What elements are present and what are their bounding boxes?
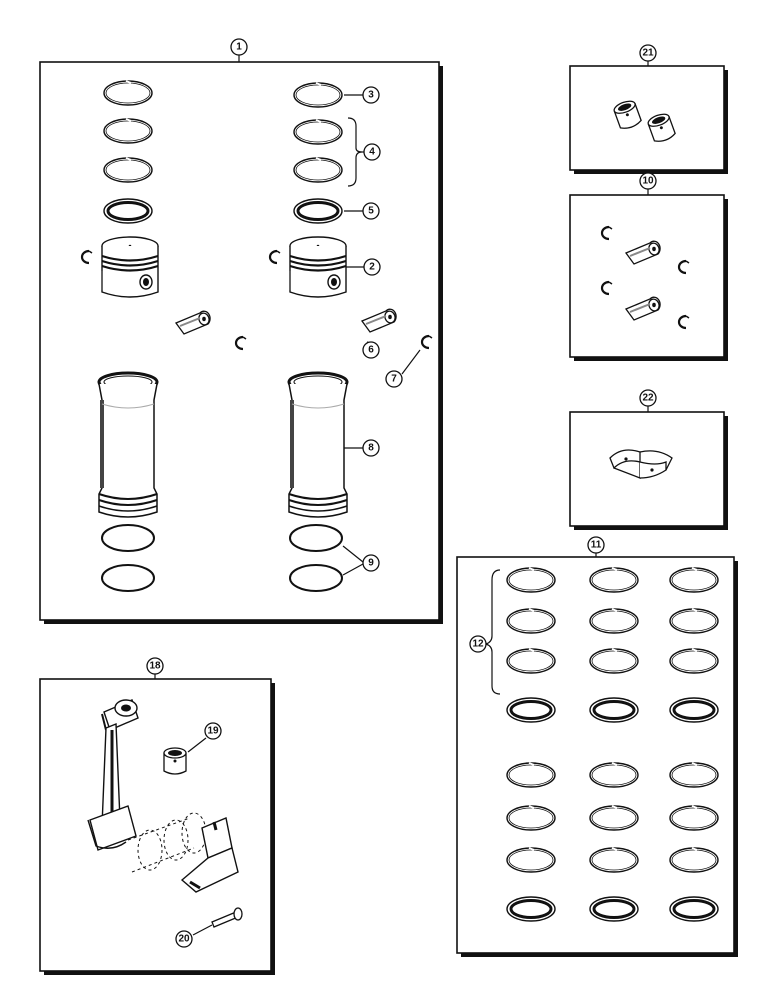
callout-22-label: 22 bbox=[642, 393, 654, 404]
callout-3: 3 bbox=[344, 86, 380, 104]
callout-5-label: 5 bbox=[368, 206, 374, 217]
rod-cap bbox=[180, 817, 239, 893]
callout-12-label: 12 bbox=[472, 639, 484, 650]
callout-2: 2 bbox=[346, 258, 381, 276]
cylinder-sleeve-right bbox=[287, 371, 349, 519]
callout-8: 8 bbox=[344, 439, 380, 457]
cylinder-sleeve-left bbox=[97, 371, 159, 519]
callout-18-label: 18 bbox=[149, 661, 161, 672]
callout-7-label: 7 bbox=[391, 374, 397, 385]
callout-11: 11 bbox=[587, 536, 605, 554]
callout-5: 5 bbox=[344, 202, 380, 220]
callout-3-label: 3 bbox=[368, 90, 374, 101]
callout-2-label: 2 bbox=[369, 262, 375, 273]
panel-11 bbox=[456, 552, 738, 957]
panel-21 bbox=[569, 61, 728, 174]
callout-7: 7 bbox=[385, 349, 421, 388]
panel-10 bbox=[569, 189, 728, 361]
rod-bushing bbox=[163, 747, 187, 775]
callout-12: 12 bbox=[469, 569, 501, 695]
callout-6: 6 bbox=[362, 341, 380, 359]
callout-1: 1 bbox=[230, 38, 248, 56]
callout-8-label: 8 bbox=[368, 443, 374, 454]
callout-6-label: 6 bbox=[368, 345, 374, 356]
oil-ring bbox=[292, 197, 344, 225]
callout-4: 4 bbox=[347, 117, 381, 187]
callout-1-label: 1 bbox=[236, 42, 242, 53]
callout-10-label: 10 bbox=[642, 176, 654, 187]
callout-21: 21 bbox=[639, 44, 657, 62]
callout-21-label: 21 bbox=[642, 48, 654, 59]
connecting-rod bbox=[87, 699, 139, 851]
callout-9: 9 bbox=[342, 545, 380, 576]
callout-10: 10 bbox=[639, 172, 657, 190]
callout-18: 18 bbox=[146, 657, 164, 675]
callout-19: 19 bbox=[187, 722, 222, 753]
bearing-shells bbox=[609, 449, 673, 479]
callout-20: 20 bbox=[175, 924, 213, 948]
callout-11-label: 11 bbox=[591, 540, 602, 551]
callout-22: 22 bbox=[639, 389, 657, 407]
panel-1 bbox=[39, 55, 443, 624]
callout-9-label: 9 bbox=[368, 558, 374, 569]
callout-4-label: 4 bbox=[369, 147, 375, 158]
panel-18 bbox=[39, 674, 275, 975]
callout-20-label: 20 bbox=[178, 934, 190, 945]
callout-19-label: 19 bbox=[207, 726, 219, 737]
piston-right bbox=[288, 235, 348, 299]
piston-left bbox=[100, 235, 160, 299]
rod-bolt bbox=[211, 907, 243, 928]
